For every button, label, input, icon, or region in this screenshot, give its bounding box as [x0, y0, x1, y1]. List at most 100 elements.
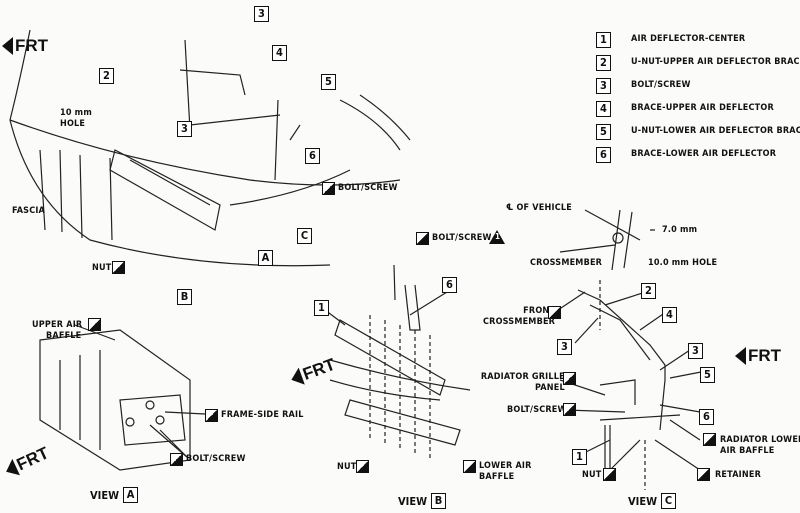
callout-3b: 3 — [177, 121, 192, 137]
front-crossmember-line1: FRONT — [523, 306, 556, 316]
callout-4: 4 — [272, 45, 287, 61]
nut-label-c: NUT — [582, 470, 602, 480]
legend-item: 3 BOLT/SCREW — [596, 74, 800, 97]
fastener-spec-icon — [356, 460, 369, 473]
bolt-label-b: BOLT/SCREW — [432, 233, 492, 243]
bolt-label-c: BOLT/SCREW — [507, 405, 567, 415]
bolt-label-a: BOLT/SCREW — [186, 454, 246, 464]
callout-6-b: 6 — [442, 277, 457, 293]
frt-arrow-main: FRT — [2, 36, 48, 56]
legend-text: BRACE-LOWER AIR DEFLECTOR — [631, 149, 777, 159]
legend-item: 5 U-NUT-LOWER AIR DEFLECTOR BRACE — [596, 120, 800, 143]
view-b-drawing — [324, 264, 471, 460]
fastener-spec-icon — [563, 403, 576, 416]
legend-text: U-NUT-LOWER AIR DEFLECTOR BRACE — [631, 126, 800, 136]
callout-3: 3 — [254, 6, 269, 22]
fastener-spec-icon — [112, 261, 125, 274]
legend-num: 1 — [596, 31, 611, 48]
frt-label: FRT — [748, 346, 782, 365]
car-front-drawing — [9, 29, 411, 267]
view-letter: C — [661, 493, 677, 509]
view-c-marker: C — [297, 228, 312, 244]
fastener-spec-icon — [563, 372, 576, 385]
view-word: VIEW — [398, 494, 428, 508]
view-b-marker: B — [177, 289, 192, 305]
legend-num: 2 — [596, 54, 611, 71]
retainer-label: RETAINER — [715, 470, 762, 480]
view-a-drawing — [39, 324, 206, 471]
upper-baffle-line2: BAFFLE — [46, 331, 82, 341]
hole-size: 10 mm — [60, 108, 92, 118]
warning-number: 1 — [495, 232, 501, 241]
fascia-label: FASCIA — [12, 206, 46, 216]
legend-text: BOLT/SCREW — [631, 80, 691, 90]
front-crossmember-line2: CROSSMEMBER — [483, 317, 556, 327]
hole-word: HOLE — [60, 119, 86, 129]
lower-baffle-line2: BAFFLE — [479, 472, 515, 482]
legend-text: AIR DEFLECTOR-CENTER — [631, 34, 746, 44]
callout-5: 5 — [321, 74, 336, 90]
callout-6-c: 6 — [699, 409, 714, 425]
arrow-left-icon — [2, 37, 13, 55]
nut-label-b: NUT — [337, 462, 357, 472]
view-c-drawing — [554, 209, 702, 490]
view-letter: A — [123, 487, 139, 503]
callout-1-c: 1 — [572, 449, 587, 465]
legend-num: 6 — [596, 146, 611, 163]
fastener-spec-icon — [548, 306, 561, 319]
fastener-spec-icon — [322, 182, 335, 195]
callout-3-c: 3 — [557, 339, 572, 355]
fastener-spec-icon — [463, 460, 476, 473]
crossmember-label: CROSSMEMBER — [530, 258, 603, 268]
radiator-baffle-line1: RADIATOR LOWER — [720, 435, 800, 445]
callout-2-c: 2 — [641, 283, 656, 299]
warning-icon: 1 — [489, 230, 505, 244]
fastener-spec-icon — [416, 232, 429, 245]
callout-6: 6 — [305, 148, 320, 164]
view-a-marker: A — [258, 250, 273, 266]
callout-3-c2: 3 — [688, 343, 703, 359]
view-letter: B — [431, 493, 447, 509]
upper-baffle-line1: UPPER AIR — [32, 320, 83, 330]
bolt-label: BOLT/SCREW — [338, 183, 398, 193]
fastener-spec-icon — [88, 318, 101, 331]
callout-5-c: 5 — [700, 367, 715, 383]
legend-item: 4 BRACE-UPPER AIR DEFLECTOR — [596, 97, 800, 120]
grille-line1: RADIATOR GRILLE — [480, 372, 565, 382]
legend-item: 1 AIR DEFLECTOR-CENTER — [596, 28, 800, 51]
fastener-spec-icon — [603, 468, 616, 481]
callout-1-b: 1 — [314, 300, 329, 316]
callout-2: 2 — [99, 68, 114, 84]
arrow-left-icon — [735, 347, 746, 365]
hole-label-c: 10.0 mm HOLE — [648, 258, 718, 268]
legend-num: 5 — [596, 123, 611, 140]
fastener-spec-icon — [697, 468, 710, 481]
centerline-label: ℄ OF VEHICLE — [506, 203, 572, 213]
nut-label: NUT — [92, 263, 112, 273]
fastener-spec-icon — [703, 433, 716, 446]
radiator-baffle-line2: AIR BAFFLE — [720, 446, 775, 456]
legend-item: 6 BRACE-LOWER AIR DEFLECTOR — [596, 143, 800, 166]
grille-line2: PANEL — [535, 383, 565, 393]
fastener-spec-icon — [205, 409, 218, 422]
frt-arrow-c: FRT — [735, 346, 781, 366]
legend-num: 4 — [596, 100, 611, 117]
legend-text: BRACE-UPPER AIR DEFLECTOR — [631, 103, 774, 113]
frt-label: FRT — [15, 36, 49, 55]
fastener-spec-icon — [170, 453, 183, 466]
view-word: VIEW — [90, 488, 120, 502]
legend-num: 3 — [596, 77, 611, 94]
